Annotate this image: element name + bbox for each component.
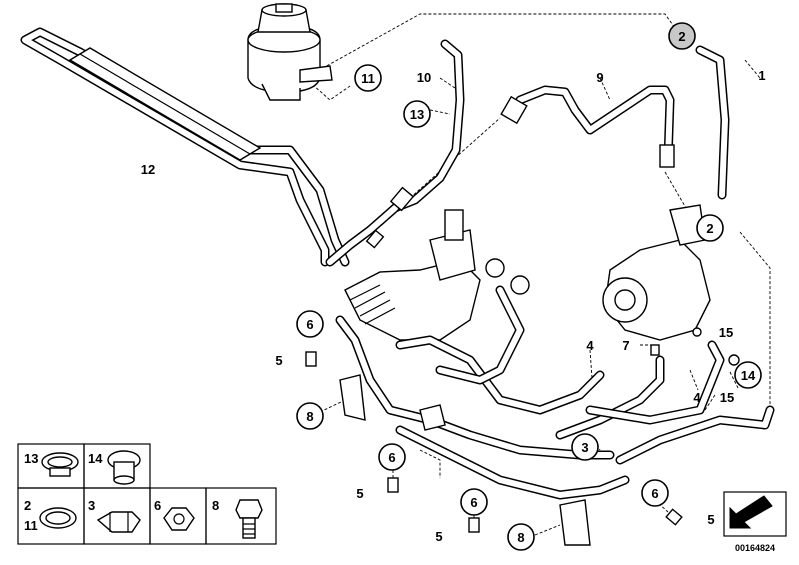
document-number-box: 00164824 bbox=[723, 491, 787, 553]
svg-text:6: 6 bbox=[388, 450, 395, 465]
svg-text:8: 8 bbox=[306, 409, 313, 424]
svg-text:6: 6 bbox=[306, 317, 313, 332]
arrow-icon bbox=[729, 495, 773, 529]
legend-label-6: 6 bbox=[154, 498, 161, 513]
svg-text:13: 13 bbox=[410, 107, 424, 122]
power-steering-pump bbox=[602, 204, 711, 341]
callout-5-right: 5 bbox=[707, 512, 714, 527]
callout-9: 9 bbox=[596, 70, 603, 85]
hose-9 bbox=[500, 85, 675, 168]
svg-text:5: 5 bbox=[707, 512, 714, 527]
svg-text:9: 9 bbox=[596, 70, 603, 85]
callout-6-right: 6 bbox=[641, 479, 669, 507]
callout-6-bottom: 6 bbox=[460, 488, 488, 516]
svg-text:7: 7 bbox=[622, 338, 629, 353]
svg-text:5: 5 bbox=[435, 529, 442, 544]
legend-label-11: 11 bbox=[24, 518, 38, 533]
callout-4-right: 4 bbox=[693, 390, 701, 405]
svg-text:12: 12 bbox=[141, 162, 155, 177]
callout-3: 3 bbox=[571, 433, 599, 461]
callout-2-top: 2 bbox=[668, 22, 696, 50]
legend-label-14: 14 bbox=[88, 451, 103, 466]
bolt-8-icon bbox=[235, 499, 263, 539]
legend-label-2: 2 bbox=[24, 498, 31, 513]
svg-text:8: 8 bbox=[517, 530, 524, 545]
callout-6-middle: 6 bbox=[378, 443, 406, 471]
callout-5-left: 5 bbox=[275, 353, 282, 368]
legend-label-8: 8 bbox=[212, 498, 219, 513]
steering-gear bbox=[344, 209, 530, 341]
svg-text:11: 11 bbox=[361, 71, 375, 86]
callout-10: 10 bbox=[417, 70, 431, 85]
hose-1 bbox=[695, 45, 730, 200]
reservoir bbox=[247, 3, 333, 101]
svg-text:15: 15 bbox=[719, 325, 733, 340]
svg-text:14: 14 bbox=[741, 368, 756, 383]
hose-clip-3-icon bbox=[96, 511, 141, 533]
callout-2-pump: 2 bbox=[696, 214, 724, 242]
sealing-plug-14-icon bbox=[107, 450, 141, 485]
callout-4-left: 4 bbox=[586, 338, 594, 353]
callout-12: 12 bbox=[141, 162, 155, 177]
svg-text:1: 1 bbox=[758, 68, 765, 83]
clamp-13-icon bbox=[41, 452, 79, 477]
svg-text:6: 6 bbox=[651, 486, 658, 501]
callout-15-bottom: 15 bbox=[720, 390, 734, 405]
callout-1: 1 bbox=[758, 68, 765, 83]
callout-8-bottom: 8 bbox=[507, 523, 535, 551]
svg-text:5: 5 bbox=[275, 353, 282, 368]
legend-label-3: 3 bbox=[88, 498, 95, 513]
callout-7: 7 bbox=[622, 338, 629, 353]
callout-8-left: 8 bbox=[296, 402, 324, 430]
callout-6-left: 6 bbox=[296, 310, 324, 338]
svg-text:10: 10 bbox=[417, 70, 431, 85]
hex-nut-6-icon bbox=[163, 507, 195, 531]
svg-text:15: 15 bbox=[720, 390, 734, 405]
callout-15-top: 15 bbox=[719, 325, 733, 340]
svg-text:6: 6 bbox=[470, 495, 477, 510]
parts-legend: 13 14 2 11 3 6 8 bbox=[17, 443, 277, 545]
legend-label-13: 13 bbox=[24, 451, 38, 466]
hose-clamp-icon bbox=[39, 507, 77, 529]
bolts bbox=[305, 327, 740, 533]
brackets bbox=[339, 374, 591, 546]
svg-text:4: 4 bbox=[586, 338, 594, 353]
oil-cooler-loop bbox=[20, 27, 350, 267]
callout-5-bottom: 5 bbox=[435, 529, 442, 544]
hose-10 bbox=[325, 39, 465, 267]
svg-text:2: 2 bbox=[706, 221, 713, 236]
callout-11: 11 bbox=[354, 64, 382, 92]
svg-text:4: 4 bbox=[693, 390, 701, 405]
callout-13: 13 bbox=[403, 100, 431, 128]
svg-text:2: 2 bbox=[678, 29, 685, 44]
callout-5-middle: 5 bbox=[356, 486, 363, 501]
svg-text:5: 5 bbox=[356, 486, 363, 501]
svg-text:3: 3 bbox=[581, 440, 588, 455]
pressure-hoses-lower bbox=[335, 285, 775, 500]
document-number: 00164824 bbox=[735, 543, 775, 553]
callout-14: 14 bbox=[734, 361, 762, 389]
